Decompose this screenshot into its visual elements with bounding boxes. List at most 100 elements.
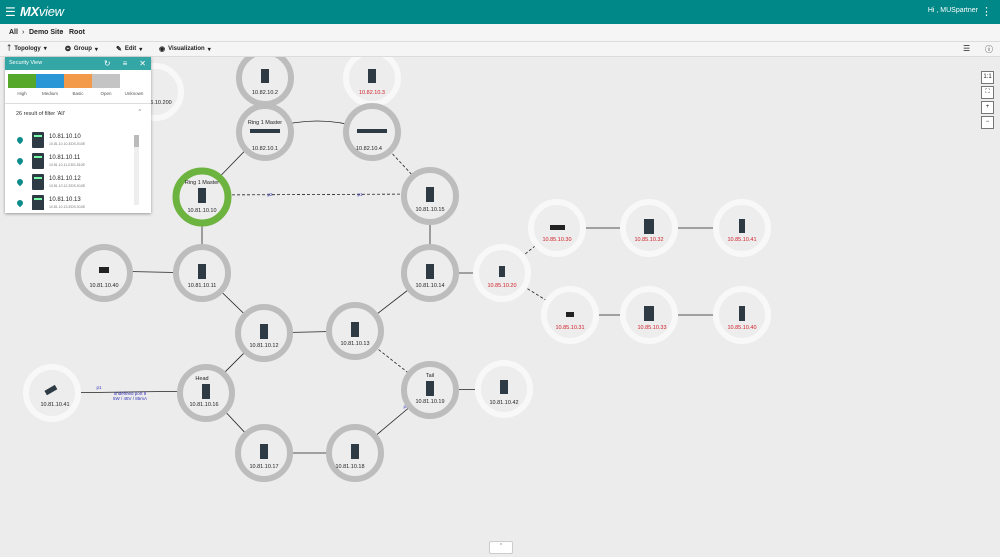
device-node[interactable]: 10.81.10.13 [326,302,384,360]
device-node[interactable]: 10.81.10.18 [326,424,384,482]
router-icon [566,312,574,317]
device-node[interactable]: Tail 10.81.10.19 [401,361,459,419]
switch-icon [261,69,269,83]
switch-icon [500,380,508,394]
chevron-down-icon: ▾ [139,46,143,53]
device-node[interactable]: 10.85.10.30 [528,199,586,257]
port-label: p1 [357,192,363,197]
device-node[interactable]: 10.85.10.32 [620,199,678,257]
switch-icon [351,444,359,459]
node-ip-label: 10.85.10.33 [637,325,666,331]
filter-icon[interactable]: ≡ [122,59,128,68]
router-icon [99,267,109,273]
topology-canvas[interactable]: p1 p1 p2 p1 p2 p5 p1 p5 p1 p8 p1 p1 unde… [0,57,1000,557]
node-ip-label: 10.81.10.19 [415,399,444,405]
fit-screen-button[interactable]: ⛶ [981,86,994,99]
device-node[interactable]: 10.82.10.2 [236,57,294,107]
poe-info-label: 5W / 48V / 85mA [113,396,147,401]
breadcrumb-root[interactable]: Root [69,29,85,36]
switch-icon [739,219,745,233]
switch-icon [357,129,387,133]
list-view-icon[interactable]: ☰ [963,44,971,53]
level-unknown[interactable]: Unknown [120,74,148,96]
refresh-icon[interactable]: ↻ [103,59,111,68]
device-node[interactable]: 10.81.10.42 [475,360,533,418]
switch-icon [32,153,44,169]
level-high[interactable]: High [8,74,36,96]
group-menu[interactable]: ❂Group▾ [65,46,98,53]
device-node[interactable]: Ring 1 Master 10.82.10.1 [236,103,294,161]
user-greeting[interactable]: Hi , MUSpartner [927,7,978,14]
node-title: Tail [426,373,434,379]
topology-icon: ᛏ [7,45,12,52]
breadcrumb-all[interactable]: All [9,29,18,36]
zoom-reset-button[interactable]: 1:1 [981,71,994,84]
zoom-out-button[interactable]: − [981,116,994,129]
device-node[interactable]: 10.85.10.20 [473,244,531,302]
list-scrollbar[interactable] [134,135,139,205]
device-node[interactable]: 10.81.10.40 [75,244,133,302]
node-ip-label: 10.81.10.10 [187,208,216,214]
device-node[interactable]: 10.81.10.17 [235,424,293,482]
switch-icon [426,187,434,202]
security-panel-header: Security View ↻ ≡ ✕ [5,57,151,70]
switch-icon [198,188,206,203]
security-panel-title: Security View [9,60,43,66]
node-ip-label: 10.81.10.15 [415,207,444,213]
menu-icon[interactable]: ☰ [5,5,16,19]
expand-panel-button[interactable]: ˆ [489,541,513,554]
zoom-controls: 1:1 ⛶ + − [981,71,994,131]
switch-icon [739,306,745,321]
locate-icon[interactable] [15,135,25,145]
device-node[interactable]: 10.82.10.4 [343,103,401,161]
node-ip-label: 10.81.10.12 [249,343,278,349]
security-view-panel: Security View ↻ ≡ ✕ High Medium Basic Op… [5,57,151,213]
device-node[interactable]: 10.81.10.14 [401,244,459,302]
node-ip-label: 10.82.10.4 [356,146,382,152]
device-node-selected[interactable]: Ring 1 Master 10.81.10.10 [172,167,232,227]
switch-icon [250,129,280,133]
node-ip-label: 10.81.10.16 [189,402,218,408]
device-node[interactable]: 10.85.10.33 [620,286,678,344]
filter-result-text: 26 result of filter 'All' ˆ [16,110,141,117]
edit-menu[interactable]: ✎Edit▾ [116,46,143,53]
device-node[interactable]: 10.81.10.11 [173,244,231,302]
switch-icon [499,266,505,277]
level-basic[interactable]: Basic [64,74,92,96]
device-node[interactable]: 10.82.10.3 [343,57,401,107]
device-node[interactable]: 10.81.10.12 [235,304,293,362]
device-node[interactable]: Head 10.81.10.16 [177,364,235,422]
node-ip-label: 10.82.10.1 [252,146,278,152]
device-node[interactable]: 10.85.10.40 [713,286,771,344]
more-vert-icon[interactable]: ⋮ [981,6,992,18]
device-node[interactable]: 10.81.10.41 [23,364,81,422]
chevron-right-icon: › [61,29,64,36]
close-icon[interactable]: ✕ [139,59,146,68]
visualization-menu[interactable]: ◉Visualization▾ [159,46,211,53]
info-icon[interactable]: ⓘ [985,45,993,54]
device-node[interactable]: 10.85.10.31 [541,286,599,344]
node-ip-label: 10.85.10.31 [555,325,584,331]
security-level-legend: High Medium Basic Open Unknown [8,74,148,96]
locate-icon[interactable] [15,177,25,187]
breadcrumb-site[interactable]: Demo Site [29,29,64,36]
chevron-up-icon[interactable]: ˆ [138,110,141,117]
node-ip-label: 10.85.10.32 [634,237,663,243]
switch-icon [32,174,44,190]
zoom-in-button[interactable]: + [981,101,994,114]
node-title: Ring 1 Master [185,180,219,186]
device-node[interactable]: 10.85.10.41 [713,199,771,257]
level-open[interactable]: Open [92,74,120,96]
switch-icon [644,219,654,234]
device-node[interactable]: 10.81.10.15 [401,167,459,225]
level-medium[interactable]: Medium [36,74,64,96]
locate-icon[interactable] [15,198,25,208]
locate-icon[interactable] [15,156,25,166]
